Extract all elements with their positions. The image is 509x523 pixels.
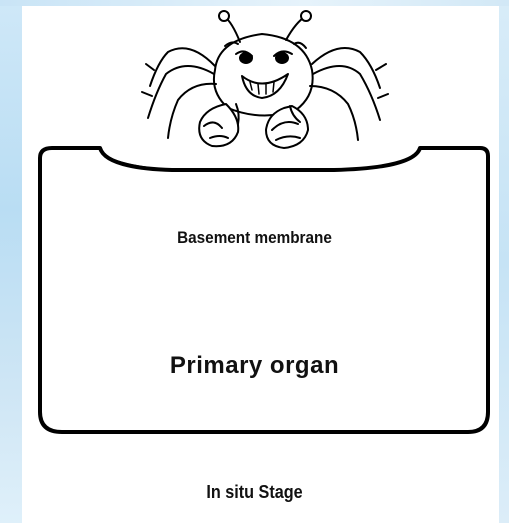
- primary-organ-boundary: [40, 148, 488, 432]
- stage-caption: In situ Stage: [25, 482, 483, 503]
- crab-icon: [142, 11, 388, 148]
- basement-membrane-label: Basement membrane: [25, 228, 483, 248]
- primary-organ-label: Primary organ: [0, 352, 509, 380]
